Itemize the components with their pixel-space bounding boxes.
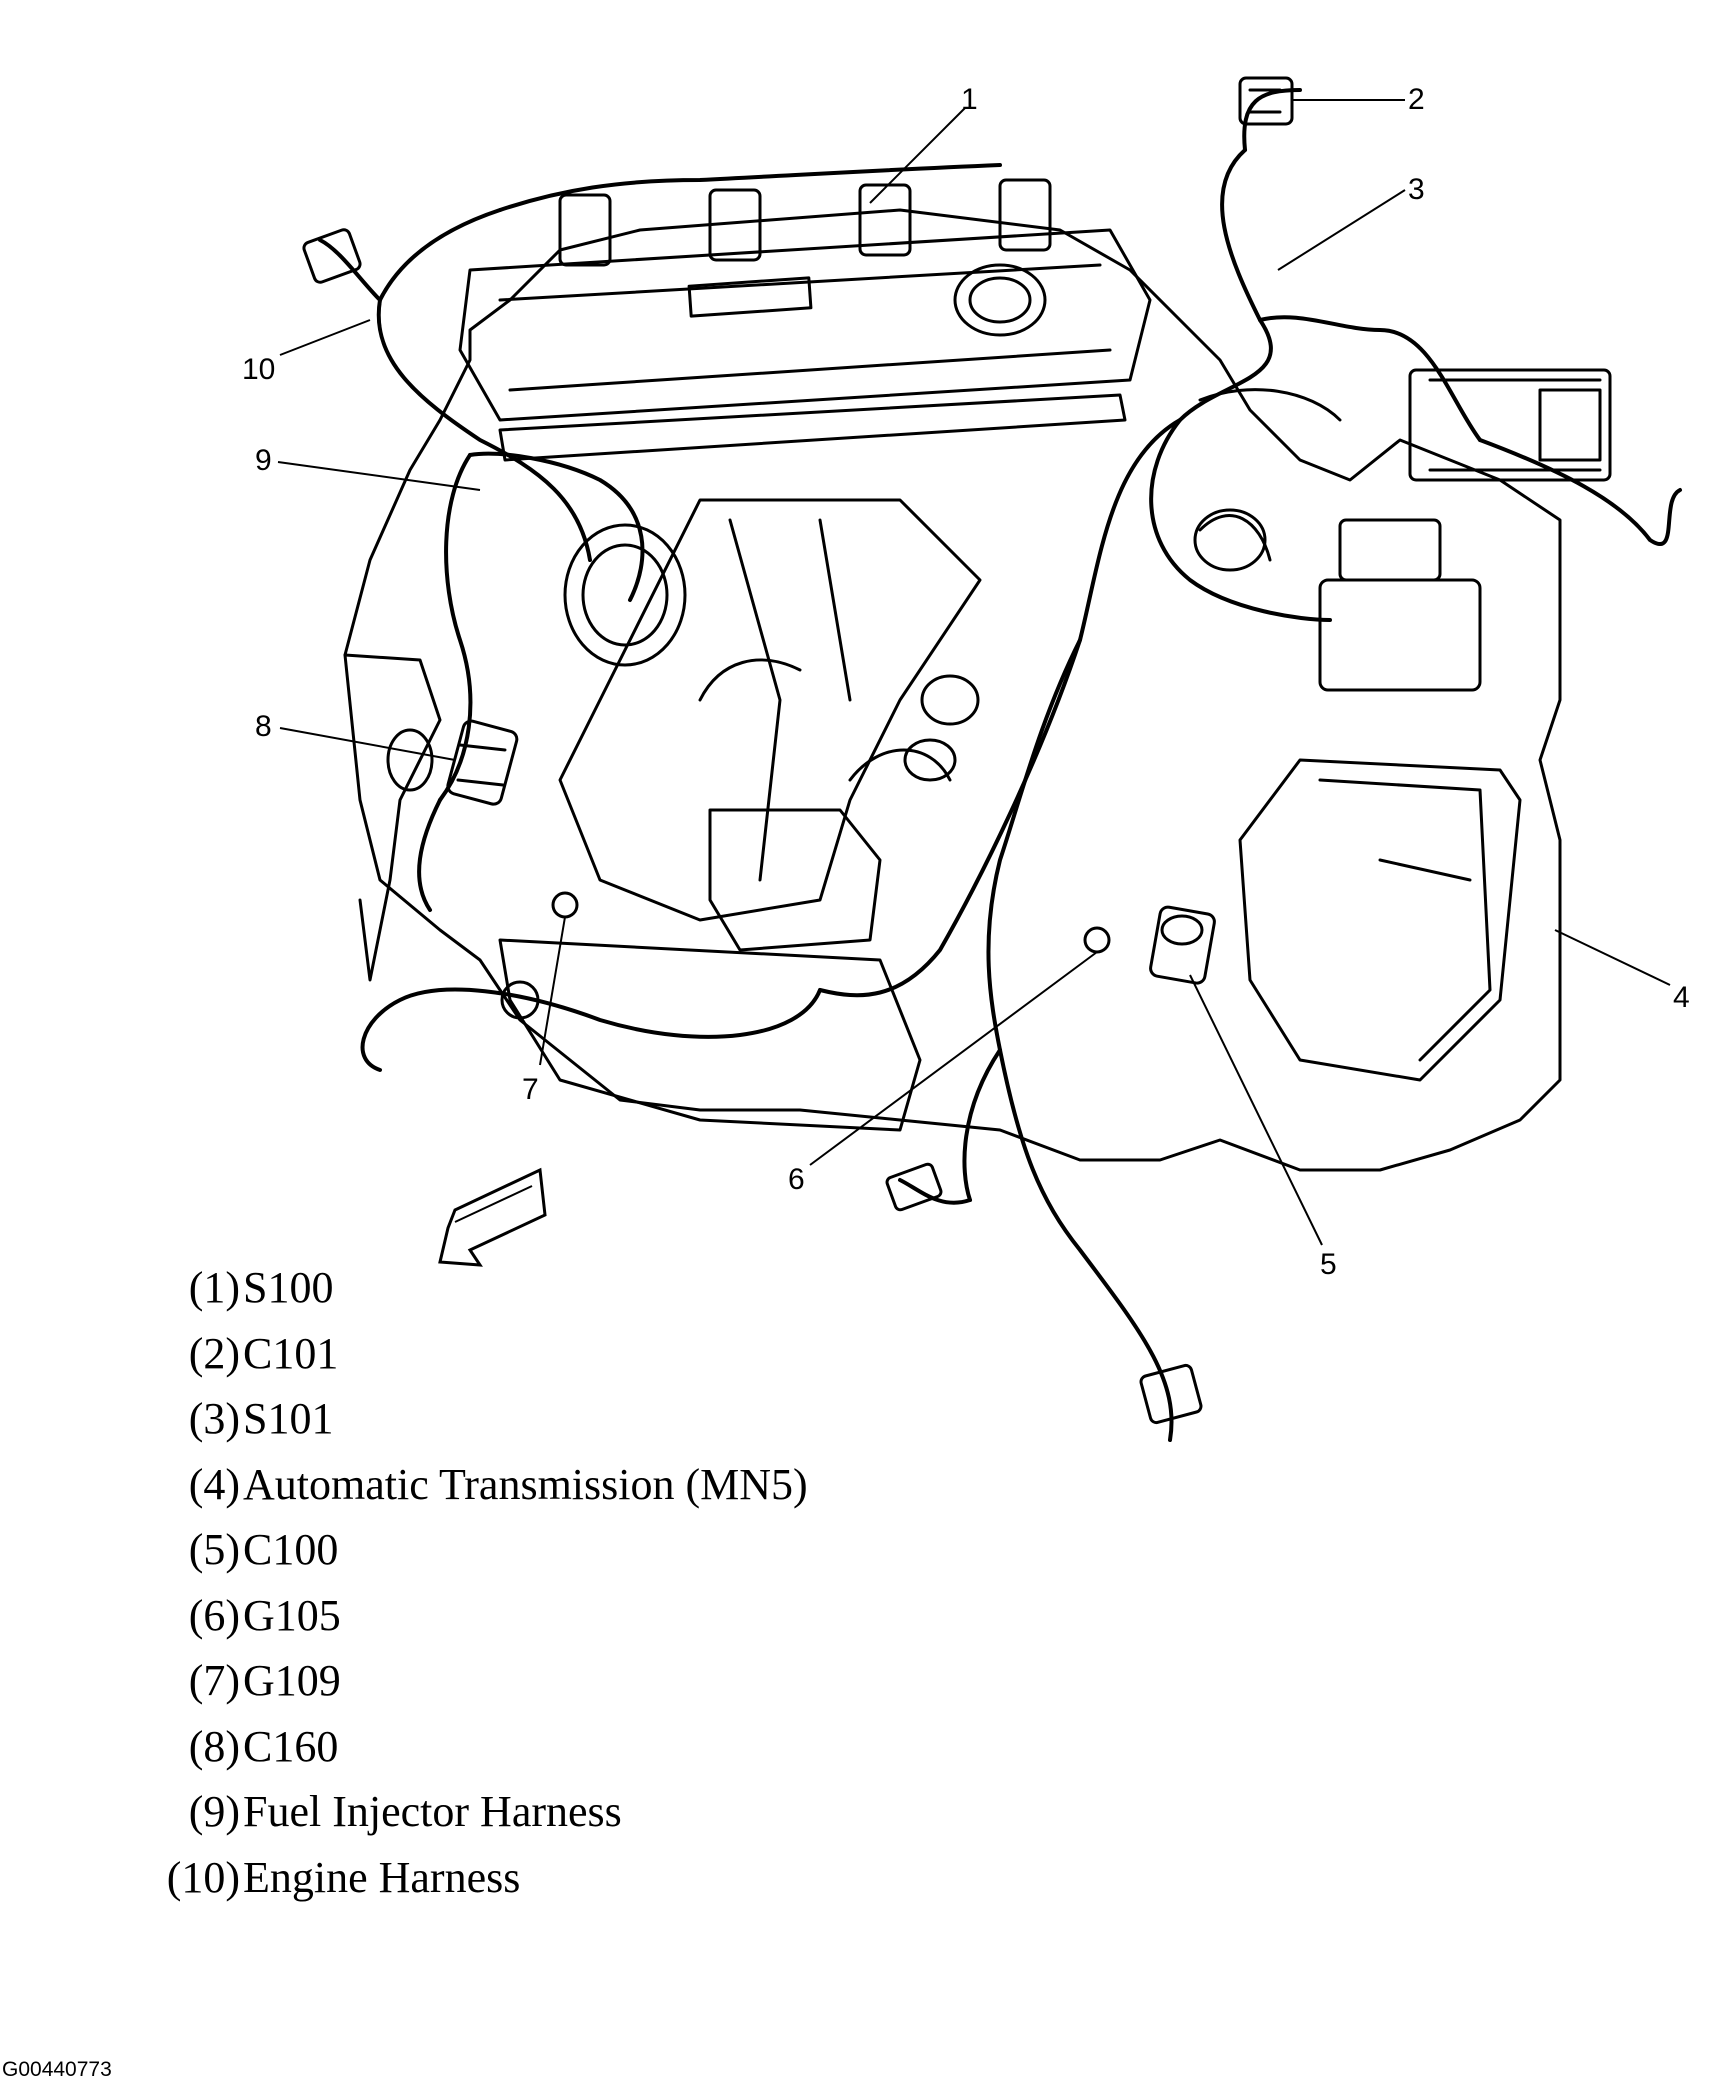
legend-label: C101 [243,1328,339,1378]
legend-number: (7) [188,1656,240,1705]
leader-3 [1277,189,1406,271]
leader-8 [279,727,456,761]
ground-g105 [1083,926,1111,954]
leader-6 [809,951,1098,1166]
ecm-connector-block [1408,368,1612,482]
callout-9: 9 [255,444,272,477]
valve-cover [458,228,1152,422]
legend-number: (10) [166,1852,240,1902]
legend-label: Engine Harness [243,1852,521,1902]
callout-10: 10 [242,353,276,386]
intake-manifold [558,498,982,922]
callout-3: 3 [1408,173,1425,206]
legend-label: G109 [243,1656,341,1705]
callout-6: 6 [788,1163,805,1196]
ignition-coil-2 [708,188,762,262]
fuel-injector-harness [468,451,645,602]
callout-2: 2 [1408,83,1425,116]
connector-c100 [1149,905,1216,985]
ground-g109 [551,891,579,919]
callout-7: 7 [522,1073,539,1106]
ignition-coil-3 [858,183,912,257]
fuel-rail [498,393,1127,462]
connector-c160 [446,719,519,806]
engine-block-outline [343,208,1562,1172]
hanging-connector [1139,1363,1203,1425]
leader-10 [279,319,371,356]
legend-number: (3) [188,1394,240,1443]
legend-number: (6) [188,1590,240,1640]
callout-4: 4 [1673,981,1690,1014]
legend-label: Automatic Transmission (MN5) [243,1459,808,1509]
legend-number: (9) [188,1787,240,1836]
legend-number: (4) [188,1459,240,1509]
left-engine-harness [376,208,592,562]
legend-label: C100 [243,1525,339,1574]
legend-label: C160 [243,1721,339,1771]
bracket-plate [708,808,882,952]
legend-label: S101 [243,1394,334,1443]
oil-fill-cap [953,263,1047,337]
connector-top-left [302,228,362,284]
legend-number: (5) [188,1525,240,1574]
legend-number: (2) [188,1328,240,1378]
leader-4 [1554,929,1671,986]
ignition-coil-4 [998,178,1052,252]
figure-id: G00440773 [2,2058,112,2081]
legend-label: G105 [243,1590,341,1640]
leader-9 [277,461,481,491]
front-direction-arrow-icon [438,1167,547,1267]
legend-label: S100 [243,1263,334,1312]
callout-5: 5 [1320,1248,1337,1281]
leader-5 [1189,974,1323,1246]
leader-1 [869,107,966,204]
ignition-coil-1 [558,193,612,267]
callout-1: 1 [961,83,978,116]
callout-8: 8 [255,710,272,743]
throttle-body [563,523,687,667]
leader-7 [539,916,566,1066]
engine-harness [818,148,1273,998]
lower-block-left [343,653,442,982]
oil-pan [498,938,922,1132]
legend-label: Fuel Injector Harness [243,1787,622,1836]
transmission-housing [1238,758,1522,1082]
legend-number: (8) [188,1721,240,1771]
legend-number: (1) [188,1263,240,1312]
